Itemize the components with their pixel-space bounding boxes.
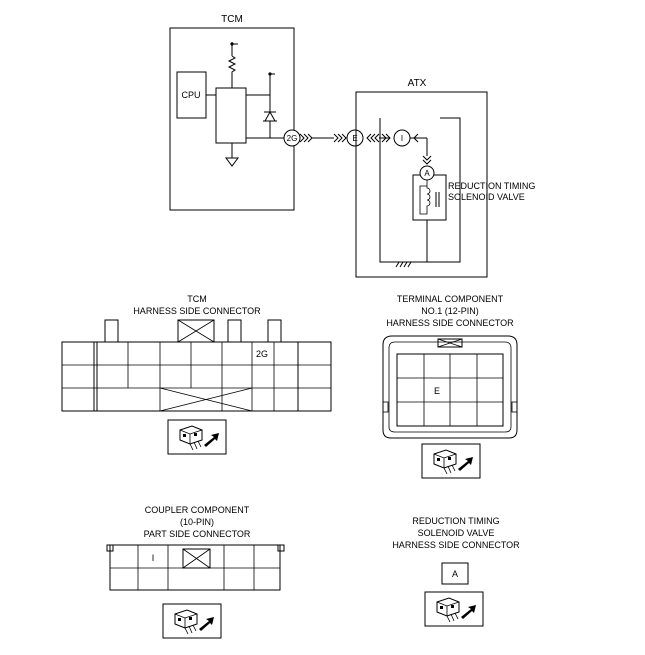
terminal-i-label: I xyxy=(401,134,403,143)
cpu-label: CPU xyxy=(181,90,200,100)
terminal-connector-view-icon xyxy=(421,443,481,479)
schematic: TCM CPU 2G E xyxy=(169,14,535,278)
solenoid-connector-pin-a: A xyxy=(452,569,458,579)
tcm-ground-symbol xyxy=(225,157,239,167)
solenoid-label-line2: SOLENOID VALVE xyxy=(448,192,525,202)
solenoid-connector-title-line1: REDUCTION TIMING xyxy=(412,516,499,526)
tcm-connector-body xyxy=(61,341,332,412)
terminal-e-label: E xyxy=(352,134,357,143)
solenoid-connector: REDUCTION TIMING SOLENOID VALVE HARNESS … xyxy=(392,516,520,627)
tcm-connector-title-line2: HARNESS SIDE CONNECTOR xyxy=(133,306,261,316)
tcm-connector: TCM HARNESS SIDE CONNECTOR 2G xyxy=(61,294,332,455)
terminal-title-line3: HARNESS SIDE CONNECTOR xyxy=(386,318,514,328)
solenoid-connector-view-icon xyxy=(424,591,484,627)
tcm-label: TCM xyxy=(221,14,243,25)
tcm-connector-pin-2g: 2G xyxy=(256,349,268,359)
terminal-2g-label: 2G xyxy=(287,134,298,143)
coupler-connector-body xyxy=(109,544,281,591)
resistor-symbol xyxy=(227,55,237,88)
coupler-title-line1: COUPLER COMPONENT xyxy=(145,505,250,515)
terminal-connector-pin-e: E xyxy=(434,386,440,396)
atx-label: ATX xyxy=(408,78,427,89)
coupler-connector-pin-i: I xyxy=(152,553,155,563)
terminal-component-connector: TERMINAL COMPONENT NO.1 (12-PIN) HARNESS… xyxy=(382,294,518,479)
solenoid-coil-symbol xyxy=(419,180,431,215)
zener-diode-symbol xyxy=(263,110,277,138)
coupler-connector-view-icon xyxy=(162,603,222,639)
solenoid-housing xyxy=(412,174,447,221)
terminal-connector-shell xyxy=(382,335,518,439)
terminal-a-label: A xyxy=(424,169,430,178)
tcm-box xyxy=(169,27,295,211)
terminal-title-line1: TERMINAL COMPONENT xyxy=(397,294,504,304)
terminal-e-circle xyxy=(346,129,364,147)
terminal-2g-circle xyxy=(283,129,301,147)
coupler-component-connector: COUPLER COMPONENT (10-PIN) PART SIDE CON… xyxy=(106,505,285,639)
atx-box xyxy=(355,91,488,278)
solenoid-connector-title-line3: HARNESS SIDE CONNECTOR xyxy=(392,540,520,550)
coupler-title-line2: (10-PIN) xyxy=(180,517,214,527)
driver-block xyxy=(215,87,247,144)
tcm-connector-view-icon xyxy=(167,419,227,455)
tcm-connector-title-line1: TCM xyxy=(187,294,207,304)
coupler-title-line3: PART SIDE CONNECTOR xyxy=(144,529,251,539)
atx-ground-symbol xyxy=(395,261,412,268)
terminal-title-line2: NO.1 (12-PIN) xyxy=(421,306,479,316)
solenoid-label-line1: REDUCTION TIMING xyxy=(448,181,535,191)
solenoid-connector-body xyxy=(441,562,469,585)
solenoid-connector-title-line2: SOLENOID VALVE xyxy=(418,528,495,538)
